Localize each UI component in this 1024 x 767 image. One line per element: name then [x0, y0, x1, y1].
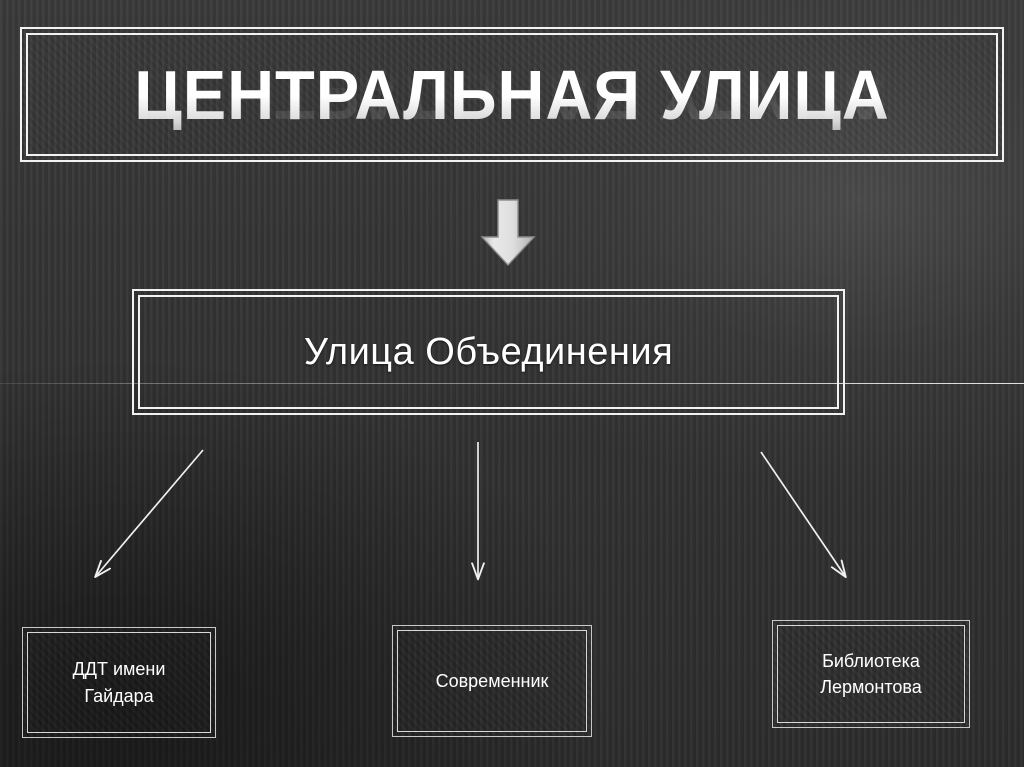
root-node-inner: Улица Объединения: [138, 295, 839, 409]
leaf-node-label: Библиотека Лермонтова: [812, 648, 930, 700]
title-banner-inner: ЦЕНТРАЛЬНАЯ УЛИЦА ЦЕНТРАЛЬНАЯ УЛИЦА: [26, 33, 998, 156]
title-banner: ЦЕНТРАЛЬНАЯ УЛИЦА ЦЕНТРАЛЬНАЯ УЛИЦА: [20, 27, 1004, 162]
leaf-node-inner: Библиотека Лермонтова: [777, 625, 965, 723]
decorative-hairline: [0, 383, 1024, 384]
leaf-node-inner: ДДТ имени Гайдара: [27, 632, 211, 733]
root-node[interactable]: Улица Объединения: [132, 289, 845, 415]
leaf-node-label-line1: Библиотека: [822, 650, 920, 671]
leaf-node-label: ДДТ имени Гайдара: [65, 656, 174, 708]
down-block-arrow-icon: [480, 199, 536, 267]
leaf-node-label-line1: ДДТ имени: [72, 659, 166, 680]
leaf-node-label-line2: Гайдара: [84, 685, 154, 706]
leaf-node-ddt-gaidara[interactable]: ДДТ имени Гайдара: [22, 627, 216, 738]
connector-arrow-left: [96, 449, 204, 576]
leaf-node-label-line1: Современник: [435, 670, 549, 691]
root-node-label: Улица Объединения: [303, 330, 674, 373]
leaf-node-inner: Современник: [397, 630, 587, 732]
leaf-node-label: Современник: [428, 668, 557, 694]
connector-arrow-right: [760, 451, 845, 576]
title-stack: ЦЕНТРАЛЬНАЯ УЛИЦА ЦЕНТРАЛЬНАЯ УЛИЦА: [28, 56, 996, 134]
leaf-node-label-line2: Лермонтова: [820, 677, 922, 697]
leaf-node-biblioteka-lermontova[interactable]: Библиотека Лермонтова: [772, 620, 970, 728]
page-title: ЦЕНТРАЛЬНАЯ УЛИЦА: [62, 60, 962, 130]
leaf-node-sovremennik[interactable]: Современник: [392, 625, 592, 737]
